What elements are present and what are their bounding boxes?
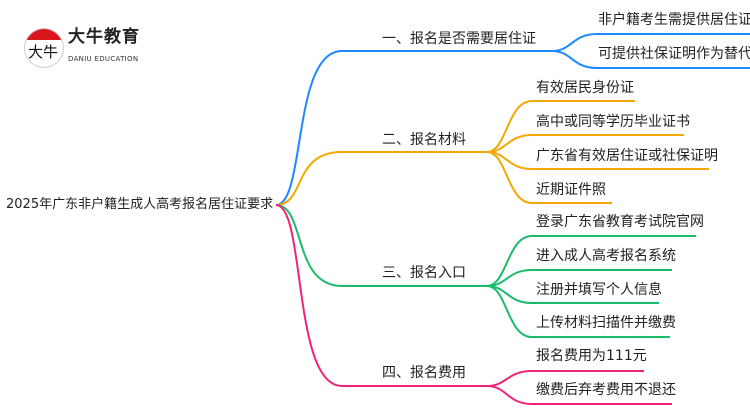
leaf-node[interactable]: 登录广东省教育考试院官网	[536, 214, 704, 230]
branch-connector	[275, 151, 487, 206]
leaf-node[interactable]: 近期证件照	[536, 182, 606, 198]
leaf-node[interactable]: 可提供社保证明作为替代	[598, 46, 750, 62]
branch-node[interactable]: 一、报名是否需要居住证	[382, 31, 536, 47]
leaf-connector	[486, 370, 644, 387]
logo: 大牛 大牛教育 DANIU EDUCATION	[24, 26, 174, 74]
branch-node[interactable]: 三、报名入口	[382, 265, 466, 281]
logo-mark-text: 大牛	[28, 43, 59, 61]
leaf-connector	[551, 50, 750, 69]
branch-node[interactable]: 二、报名材料	[382, 132, 466, 148]
leaf-node[interactable]: 有效居民身份证	[536, 80, 634, 96]
logo-name: 大牛教育	[68, 27, 140, 47]
leaf-node[interactable]: 上传材料扫描件并缴费	[536, 315, 676, 331]
logo-mark-icon: 大牛	[24, 28, 64, 68]
leaf-node[interactable]: 注册并填写个人信息	[536, 282, 662, 298]
leaf-node[interactable]: 报名费用为111元	[536, 348, 647, 364]
branch-node[interactable]: 四、报名费用	[382, 365, 466, 381]
leaf-node[interactable]: 进入成人高考报名系统	[536, 248, 676, 264]
root-node[interactable]: 2025年广东非户籍生成人高考报名居住证要求	[6, 197, 274, 212]
leaf-connector	[486, 285, 670, 338]
leaf-connector	[486, 100, 635, 153]
leaf-node[interactable]: 高中或同等学历毕业证书	[536, 114, 690, 130]
leaf-node[interactable]: 非户籍考生需提供居住证	[598, 12, 750, 28]
logo-subtitle: DANIU EDUCATION	[68, 55, 139, 63]
branch-connector	[275, 204, 487, 387]
leaf-connector	[486, 269, 672, 287]
leaf-node[interactable]: 广东省有效居住证或社保证明	[536, 148, 718, 164]
leaf-connector	[486, 385, 672, 405]
branch-connector	[275, 50, 552, 206]
leaf-connector	[486, 134, 684, 153]
leaf-connector	[551, 33, 750, 52]
leaf-connector	[486, 151, 612, 204]
branch-connector	[275, 204, 487, 287]
leaf-node[interactable]: 缴费后弃考费用不退还	[536, 382, 676, 398]
leaf-connector	[486, 235, 696, 287]
